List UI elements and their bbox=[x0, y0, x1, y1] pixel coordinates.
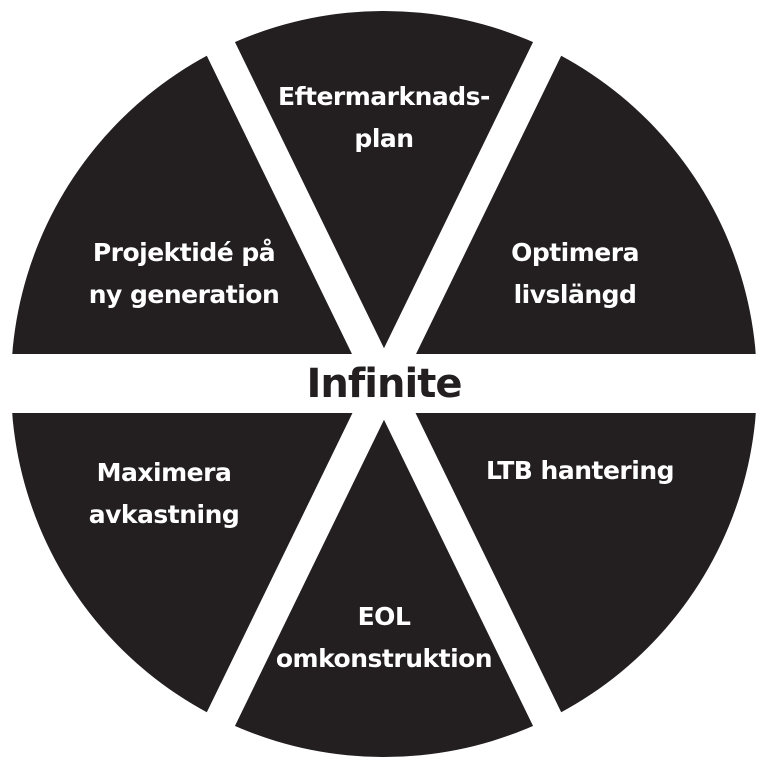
segment-label-lower-right: LTB hantering bbox=[460, 450, 700, 492]
segment-label-lower-left-line-1: Maximera bbox=[96, 458, 232, 487]
segment-label-lower-left: Maximera avkastning bbox=[64, 452, 264, 536]
segment-label-top-line-1: Eftermarknads- bbox=[278, 82, 490, 111]
segment-label-top: Eftermarknads- plan bbox=[234, 76, 534, 160]
diagonal-gap-b bbox=[204, 36, 564, 732]
segment-label-lower-right-line-1: LTB hantering bbox=[485, 456, 675, 485]
center-title: Infinite bbox=[306, 361, 463, 407]
segment-label-top-line-2: plan bbox=[354, 124, 414, 153]
segment-label-upper-right-line-2: livslängd bbox=[513, 280, 637, 309]
segment-label-upper-right-line-1: Optimera bbox=[511, 238, 639, 267]
wheel-gaps bbox=[0, 36, 768, 732]
segment-label-bottom-line-1: EOL bbox=[357, 602, 411, 631]
segment-label-lower-left-line-2: avkastning bbox=[88, 500, 240, 529]
segment-label-upper-left-line-1: Projektidé på bbox=[92, 238, 276, 267]
segment-label-bottom: EOL omkonstruktion bbox=[254, 596, 514, 680]
segment-label-upper-right: Optimera livslängd bbox=[470, 232, 680, 316]
segment-label-upper-left-line-2: ny generation bbox=[88, 280, 280, 309]
segment-label-bottom-line-2: omkonstruktion bbox=[275, 644, 493, 673]
segment-label-upper-left: Projektidé på ny generation bbox=[64, 232, 304, 316]
